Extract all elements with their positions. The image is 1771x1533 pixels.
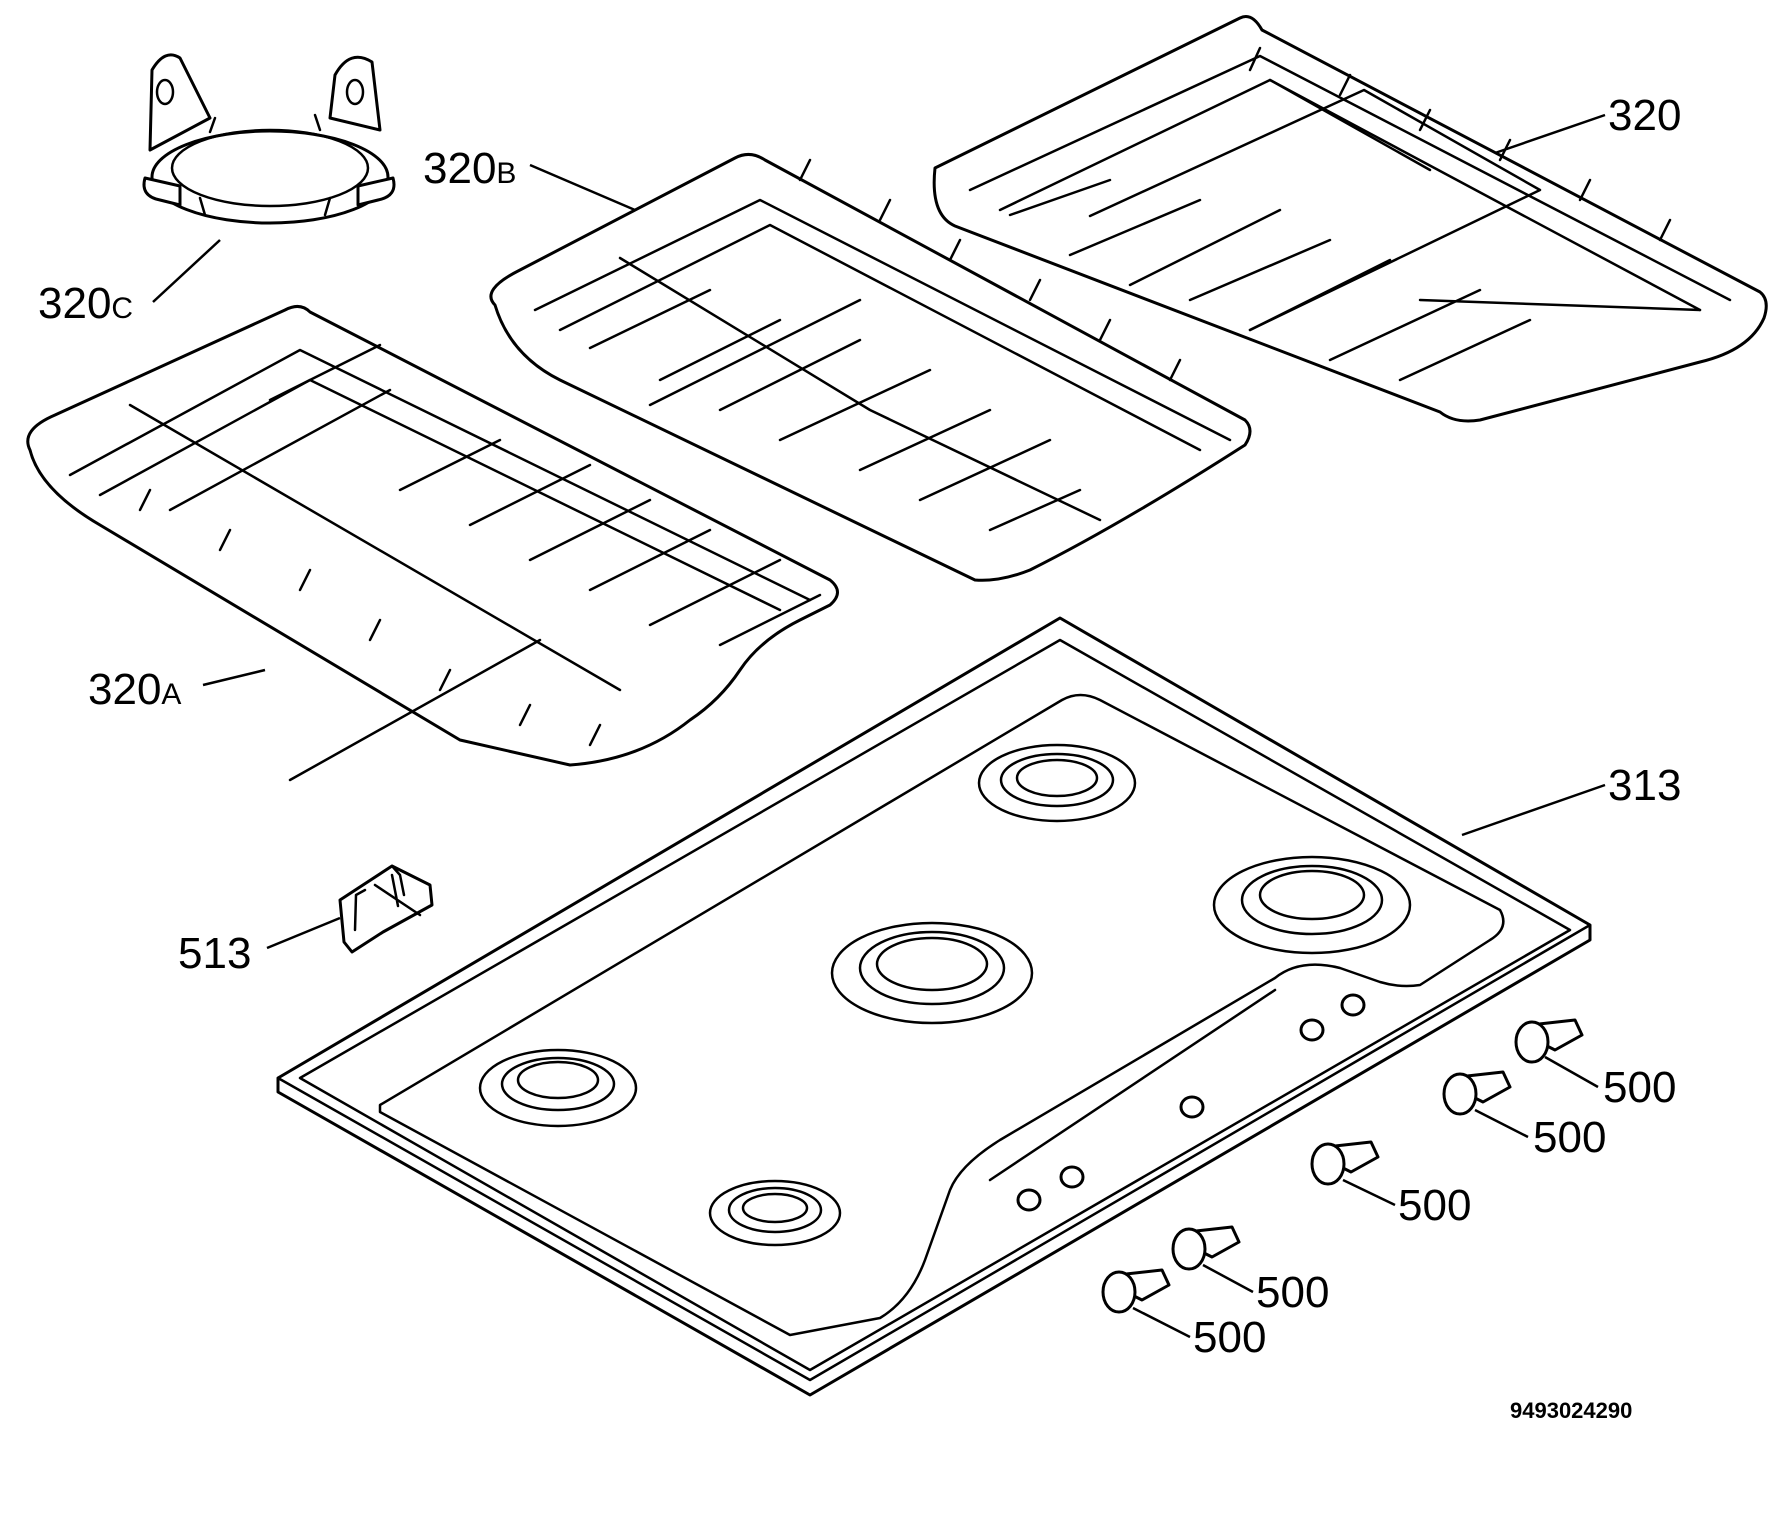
callout-513: 513	[178, 929, 251, 978]
callout-320c-suffix: C	[111, 292, 133, 325]
callout-500-2: 500	[1533, 1113, 1606, 1162]
wok-ring-320c	[142, 53, 396, 225]
drawing-number: 9493024290	[1510, 1398, 1632, 1423]
callout-320b-number: 320	[423, 144, 496, 193]
burner-front-left	[478, 1048, 638, 1128]
leader-lines	[152, 113, 1606, 1339]
callout-320c: 320C	[38, 279, 133, 328]
control-knob-500-2	[1442, 1070, 1512, 1116]
callout-320b: 320B	[423, 144, 516, 193]
callout-320c-number: 320	[38, 279, 111, 328]
pan-support-320a	[26, 305, 839, 782]
callout-500-5: 500	[1193, 1313, 1266, 1362]
burner-rear-left	[977, 743, 1137, 823]
control-knob-500-1	[1514, 1018, 1584, 1064]
knob-holes	[1016, 993, 1366, 1212]
callout-500-1: 500	[1603, 1063, 1676, 1112]
burner-rear-right	[1212, 855, 1412, 955]
hob-top-313	[276, 616, 1592, 1397]
callout-320a-number: 320	[88, 665, 161, 714]
callout-labels: 320 320B 320C 320A 313 513 500 500 500 5…	[38, 91, 1681, 1362]
callout-320a-suffix: A	[161, 678, 181, 711]
callout-320a: 320A	[88, 665, 181, 714]
callout-500-4: 500	[1256, 1268, 1329, 1317]
pan-support-320b	[489, 153, 1252, 582]
callout-320b-suffix: B	[496, 157, 516, 190]
callout-320: 320	[1608, 91, 1681, 140]
clip-513	[338, 864, 434, 954]
callout-500-3: 500	[1398, 1181, 1471, 1230]
control-knob-500-3	[1310, 1140, 1380, 1186]
control-knob-500-4	[1171, 1225, 1241, 1271]
control-knob-500-5	[1101, 1268, 1171, 1314]
burner-center	[830, 921, 1034, 1025]
burner-front-center	[708, 1179, 842, 1247]
callout-313: 313	[1608, 761, 1681, 810]
